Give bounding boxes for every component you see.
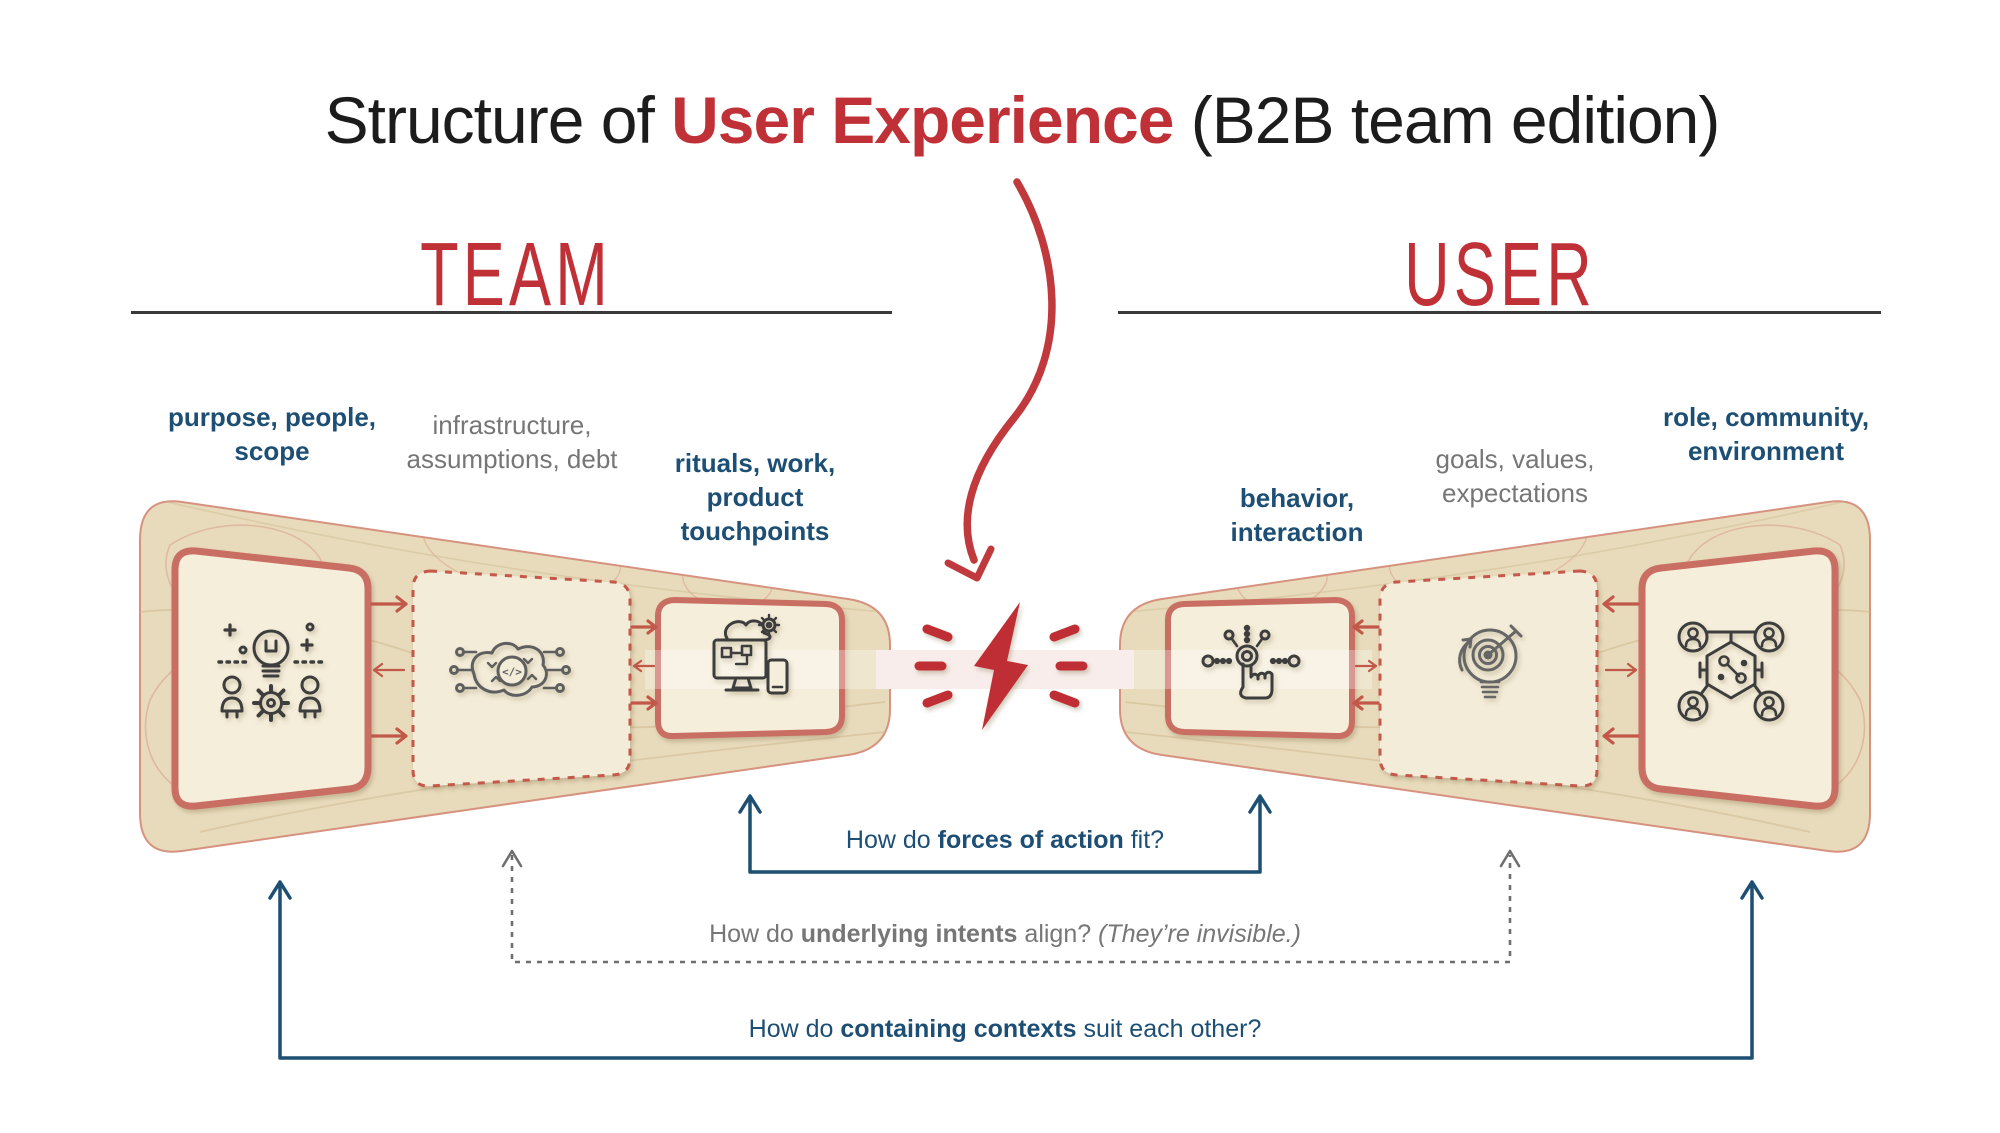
arrow-right-icon <box>370 727 408 745</box>
devices-cloud-icon <box>712 613 789 695</box>
team-infrastructure-label: infrastructure, assumptions, debt <box>406 410 618 474</box>
user-goals-label: goals, values, expectations <box>1435 444 1595 508</box>
arrow-left-icon <box>372 662 406 678</box>
title-prefix: Structure of <box>324 83 672 157</box>
team-rituals-label: rituals, work, product touchpoints <box>674 448 836 546</box>
team-heading: TEAM <box>420 225 612 325</box>
arrow-right-icon <box>1354 659 1378 673</box>
lightning-clash-icon <box>914 602 1088 730</box>
arrow-left-icon <box>1602 727 1640 745</box>
user-heading: USER <box>1404 225 1596 325</box>
team-heading-rule <box>131 311 892 314</box>
contexts-question: How do containing contexts suit each oth… <box>748 1015 1262 1043</box>
title-highlight: User Experience <box>671 83 1174 157</box>
forces-bracket <box>738 794 1272 874</box>
user-heading-rule <box>1118 311 1881 314</box>
user-boxes <box>1165 547 1839 810</box>
arrow-left-icon <box>1352 695 1380 711</box>
arrow-up-icon <box>268 880 1764 900</box>
team-rituals-box <box>655 596 845 740</box>
arrow-right-icon <box>630 619 658 635</box>
tap-gesture-icon <box>1201 624 1301 700</box>
curved-arrow-icon <box>944 178 1056 582</box>
user-role-label: role, community, environment <box>1662 402 1870 466</box>
arrow-right-icon <box>1604 662 1638 678</box>
team-purpose-box <box>171 547 372 810</box>
user-flow-arrows <box>1352 595 1640 745</box>
arrow-up-icon <box>738 794 1272 814</box>
forces-question: How do forces of action fit? <box>845 826 1165 854</box>
circuit-brain-icon: </> <box>449 641 571 697</box>
page-title: Structure of User Experience (B2B team e… <box>324 83 1721 157</box>
code-glyph: </> <box>502 666 522 679</box>
arrow-left-icon <box>632 659 656 673</box>
ideation-people-icon <box>217 622 325 722</box>
arrow-left-icon <box>1352 619 1380 635</box>
arrow-right-icon <box>630 695 658 711</box>
user-behavior-box <box>1165 596 1355 740</box>
arrow-left-icon <box>1602 595 1640 613</box>
team-flow-arrows <box>370 595 658 745</box>
intents-bracket <box>501 849 1521 964</box>
title-suffix: (B2B team edition) <box>1173 83 1721 157</box>
team-purpose-label: purpose, people, scope <box>167 402 377 466</box>
community-network-icon <box>1677 621 1785 722</box>
goal-target-bulb-icon <box>1458 624 1523 699</box>
arrow-up-icon <box>501 849 1521 868</box>
user-goals-box <box>1378 569 1599 788</box>
contexts-bracket <box>268 880 1764 1060</box>
user-behavior-label: behavior, interaction <box>1230 483 1364 547</box>
user-role-box <box>1638 547 1839 810</box>
intents-question: How do underlying intents align? (They’r… <box>709 920 1301 948</box>
arrow-right-icon <box>370 595 408 613</box>
